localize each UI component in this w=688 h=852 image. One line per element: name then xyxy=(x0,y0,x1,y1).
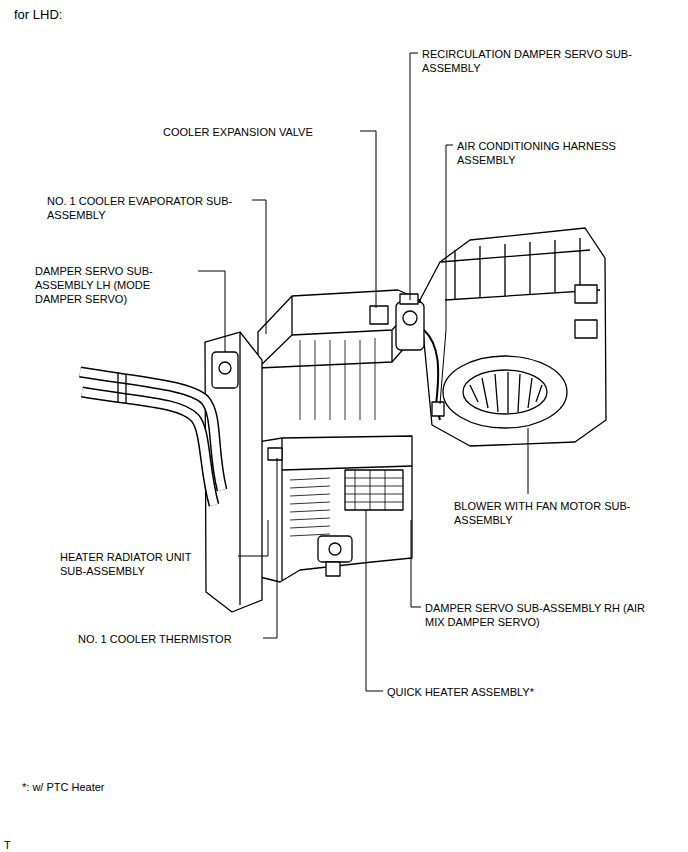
part-label: DAMPER SERVO SUB-ASSEMBLY LH (MODE DAMPE… xyxy=(35,264,163,306)
note-text: T xyxy=(4,838,11,852)
part-label: QUICK HEATER ASSEMBLY* xyxy=(387,685,534,699)
part-label: NO. 1 COOLER THERMISTOR xyxy=(78,632,232,646)
part-label: HEATER RADIATOR UNIT SUB-ASSEMBLY xyxy=(60,550,215,578)
part-label: DAMPER SERVO SUB-ASSEMBLY RH (AIR MIX DA… xyxy=(425,601,660,629)
part-label: COOLER EXPANSION VALVE xyxy=(163,125,313,139)
part-label: RECIRCULATION DAMPER SERVO SUB-ASSEMBLY xyxy=(422,47,637,75)
part-label: NO. 1 COOLER EVAPORATOR SUB-ASSEMBLY xyxy=(47,194,259,222)
part-label: BLOWER WITH FAN MOTOR SUB-ASSEMBLY xyxy=(454,499,634,527)
part-label: AIR CONDITIONING HARNESS ASSEMBLY xyxy=(457,139,642,167)
note-text: *: w/ PTC Heater xyxy=(22,780,105,794)
page-heading: for LHD: xyxy=(14,7,62,23)
